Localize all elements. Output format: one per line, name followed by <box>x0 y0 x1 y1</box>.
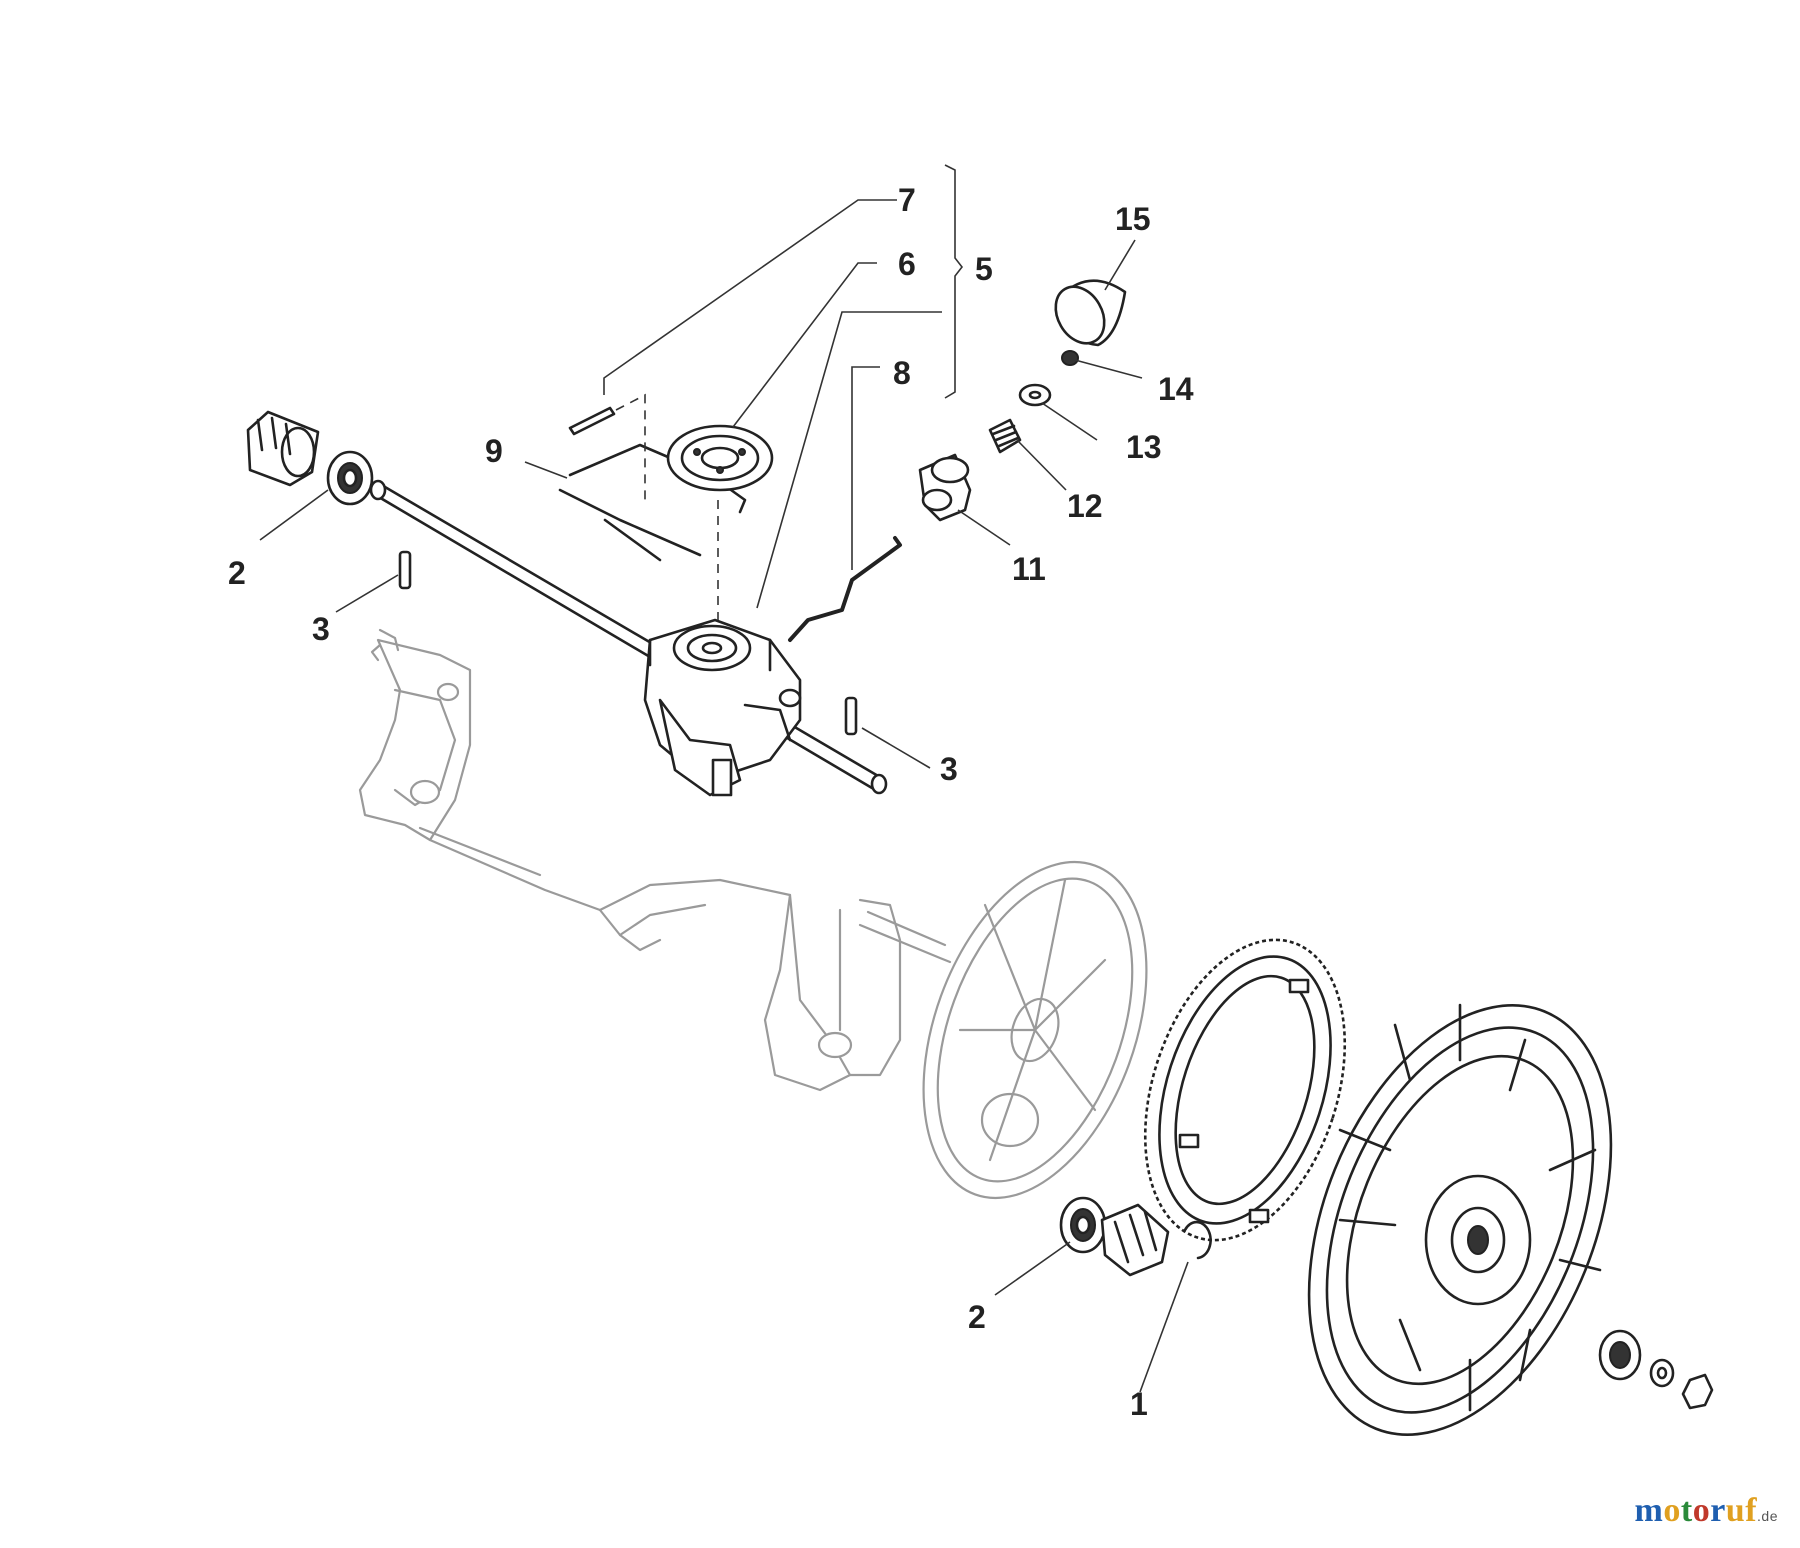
drive-shaft <box>369 479 888 795</box>
callout-13: 13 <box>1126 429 1162 465</box>
callout-5: 5 <box>975 251 993 287</box>
callout-6: 6 <box>898 246 916 282</box>
left-pinion-bearing <box>246 410 374 506</box>
clutch-rod <box>788 536 902 642</box>
key-pin <box>568 406 616 436</box>
callout-3-right: 3 <box>940 751 958 787</box>
callout-14: 14 <box>1158 371 1194 407</box>
ring-gear <box>1143 938 1347 1242</box>
callout-1: 1 <box>1130 1386 1148 1422</box>
leader-lines <box>259 164 1189 1393</box>
callout-12: 12 <box>1067 488 1103 524</box>
callout-8: 8 <box>893 355 911 391</box>
hub-hardware <box>1598 1329 1714 1410</box>
callout-2-right: 2 <box>968 1299 986 1335</box>
gearbox <box>643 618 802 797</box>
wheel <box>1307 1003 1613 1436</box>
pulley-and-belt <box>558 393 774 620</box>
callout-15: 15 <box>1115 201 1151 237</box>
callout-3-left: 3 <box>312 611 330 647</box>
clutch-parts <box>918 279 1127 522</box>
callout-labels: 7 6 5 8 9 15 14 13 12 11 2 3 3 2 1 <box>228 182 1194 1422</box>
right-pinion-bearing <box>1059 1196 1212 1277</box>
callout-2-left: 2 <box>228 555 246 591</box>
callout-7: 7 <box>898 182 916 218</box>
rear-axle-bracket-ghost <box>358 628 952 1092</box>
callout-9: 9 <box>485 433 503 469</box>
roll-pin-right <box>844 696 858 736</box>
motoruf-watermark-logo: motoruf.de <box>1634 1492 1778 1529</box>
callout-11: 11 <box>1012 551 1046 587</box>
wheel-housing-ghost <box>922 860 1148 1200</box>
roll-pin-left <box>398 550 412 590</box>
